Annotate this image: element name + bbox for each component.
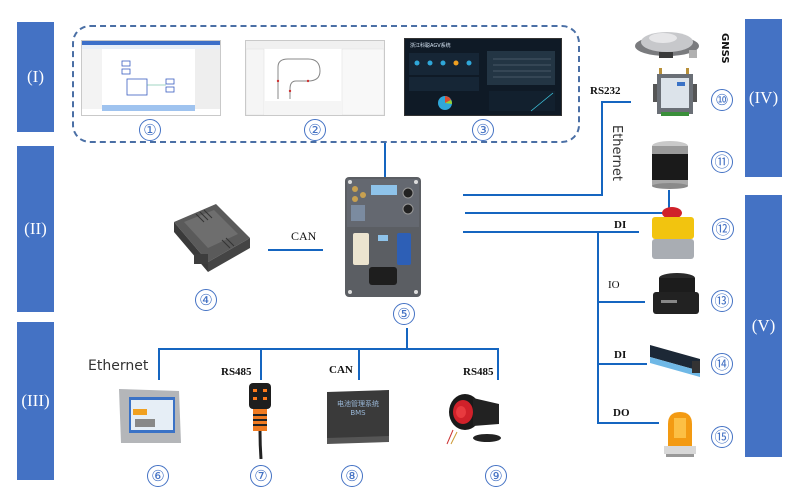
- warning-light-icon: [664, 412, 696, 457]
- bumper-sensor-device[interactable]: [648, 343, 704, 379]
- line-to-hmi: [158, 348, 160, 380]
- line-motor-driver-can: [268, 249, 323, 251]
- gnss-receiver-icon: [653, 68, 697, 116]
- bms-label-chinese: 电池管理系统: [337, 400, 379, 408]
- number-badge-14: ⑭: [711, 353, 733, 375]
- software-group-frame: [72, 25, 580, 143]
- number-badge-10: ⑩: [711, 89, 733, 111]
- number-badge-2: ②: [304, 119, 326, 141]
- protocol-label-ethernet-hmi: Ethernet: [88, 358, 149, 374]
- agv-controller-device[interactable]: [345, 177, 421, 297]
- bumper-sensor-icon: [650, 345, 700, 377]
- logic-programming-screen-icon: [82, 41, 220, 111]
- gnss-antenna-icon: [635, 32, 699, 58]
- hmi-touchscreen-icon: [119, 389, 181, 443]
- hmi-touchscreen-device[interactable]: [117, 387, 183, 445]
- agv-controller-icon: [345, 177, 421, 297]
- software-screenshot-2[interactable]: [245, 40, 385, 116]
- number-badge-8: ⑧: [341, 465, 363, 487]
- agv-dashboard-screen-icon: [409, 51, 555, 112]
- path-planning-screen-icon: [246, 41, 384, 115]
- warning-light-device[interactable]: [660, 410, 700, 458]
- line-bottom-bus: [158, 348, 499, 350]
- line-to-alarm: [497, 348, 499, 380]
- protocol-label-di-bumper: DI: [614, 349, 627, 361]
- line-to-bumper: [597, 363, 647, 365]
- number-badge-7: ⑦: [250, 465, 272, 487]
- number-badge-15: ⑮: [711, 426, 733, 448]
- alarm-speaker-device[interactable]: [443, 390, 507, 446]
- gnss-receiver-device[interactable]: [653, 68, 697, 120]
- lidar-sensor-device[interactable]: [650, 140, 690, 190]
- motor-driver-icon: [174, 204, 250, 272]
- protocol-label-rs485-remote: RS485: [221, 366, 252, 378]
- line-to-bms: [358, 348, 360, 380]
- handheld-remote-device[interactable]: [245, 383, 275, 459]
- emergency-stop-icon: [652, 207, 694, 259]
- gnss-antenna-device[interactable]: [633, 26, 705, 62]
- dashboard-title: 浙江科聪AGV系统: [410, 43, 451, 49]
- number-badge-4: ④: [195, 289, 217, 311]
- software-screenshot-1[interactable]: [81, 40, 221, 116]
- handheld-remote-icon: [249, 383, 271, 459]
- alarm-speaker-icon: [446, 394, 501, 445]
- line-software-to-controller: [384, 143, 386, 177]
- protocol-label-can-motor: CAN: [291, 229, 317, 243]
- protocol-label-rs232: RS232: [590, 85, 621, 97]
- line-lidar-vertical: [668, 190, 670, 214]
- section-label: (III): [21, 391, 50, 410]
- safety-scanner-device[interactable]: [651, 272, 701, 316]
- line-controller-io-bus: [463, 231, 639, 233]
- number-badge-3: ③: [472, 119, 494, 141]
- section-bar-iv: (IV): [745, 19, 782, 177]
- number-badge-5: ⑤: [393, 303, 415, 325]
- section-label: (II): [24, 219, 47, 238]
- number-badge-6: ⑥: [147, 465, 169, 487]
- protocol-label-ethernet-lidar: Ethernet: [609, 125, 624, 181]
- section-bar-v: (V): [745, 195, 782, 457]
- section-label: (IV): [748, 88, 779, 107]
- motor-driver-device[interactable]: [164, 200, 254, 280]
- protocol-label-do-light: DO: [613, 407, 630, 419]
- bms-box-icon: [327, 390, 389, 444]
- software-screenshot-3[interactable]: 浙江科聪AGV系统: [404, 38, 562, 116]
- bms-device[interactable]: 电池管理系统 BMS: [325, 388, 391, 444]
- section-label: (V): [751, 316, 776, 335]
- section-bar-i: (I): [17, 22, 54, 132]
- line-rs232: [601, 101, 631, 103]
- line-ethernet-vertical: [601, 101, 603, 196]
- protocol-label-rs485-alarm: RS485: [463, 366, 494, 378]
- line-io-bus-vertical: [597, 231, 599, 424]
- section-bar-iii: (III): [17, 322, 54, 480]
- number-badge-12: ⑫: [712, 218, 734, 240]
- line-controller-to-lidar: [465, 212, 670, 214]
- number-badge-13: ⑬: [711, 290, 733, 312]
- number-badge-9: ⑨: [485, 465, 507, 487]
- number-badge-11: ⑪: [711, 151, 733, 173]
- line-controller-down: [406, 328, 408, 350]
- section-label: (I): [27, 67, 44, 86]
- line-to-scanner: [597, 301, 645, 303]
- protocol-label-can-bms: CAN: [329, 364, 353, 376]
- line-to-remote: [260, 348, 262, 380]
- number-badge-1: ①: [139, 119, 161, 141]
- section-bar-ii: (II): [17, 146, 54, 312]
- line-controller-to-gnss: [463, 194, 603, 196]
- safety-scanner-icon: [653, 273, 699, 314]
- protocol-label-io-scanner: IO: [608, 279, 620, 291]
- line-to-warning-light: [597, 422, 659, 424]
- emergency-stop-device[interactable]: [650, 205, 696, 261]
- protocol-label-di-estop: DI: [614, 219, 627, 231]
- lidar-sensor-icon: [652, 141, 688, 189]
- bms-label: BMS: [350, 409, 366, 417]
- gnss-label: GNSS: [719, 33, 730, 64]
